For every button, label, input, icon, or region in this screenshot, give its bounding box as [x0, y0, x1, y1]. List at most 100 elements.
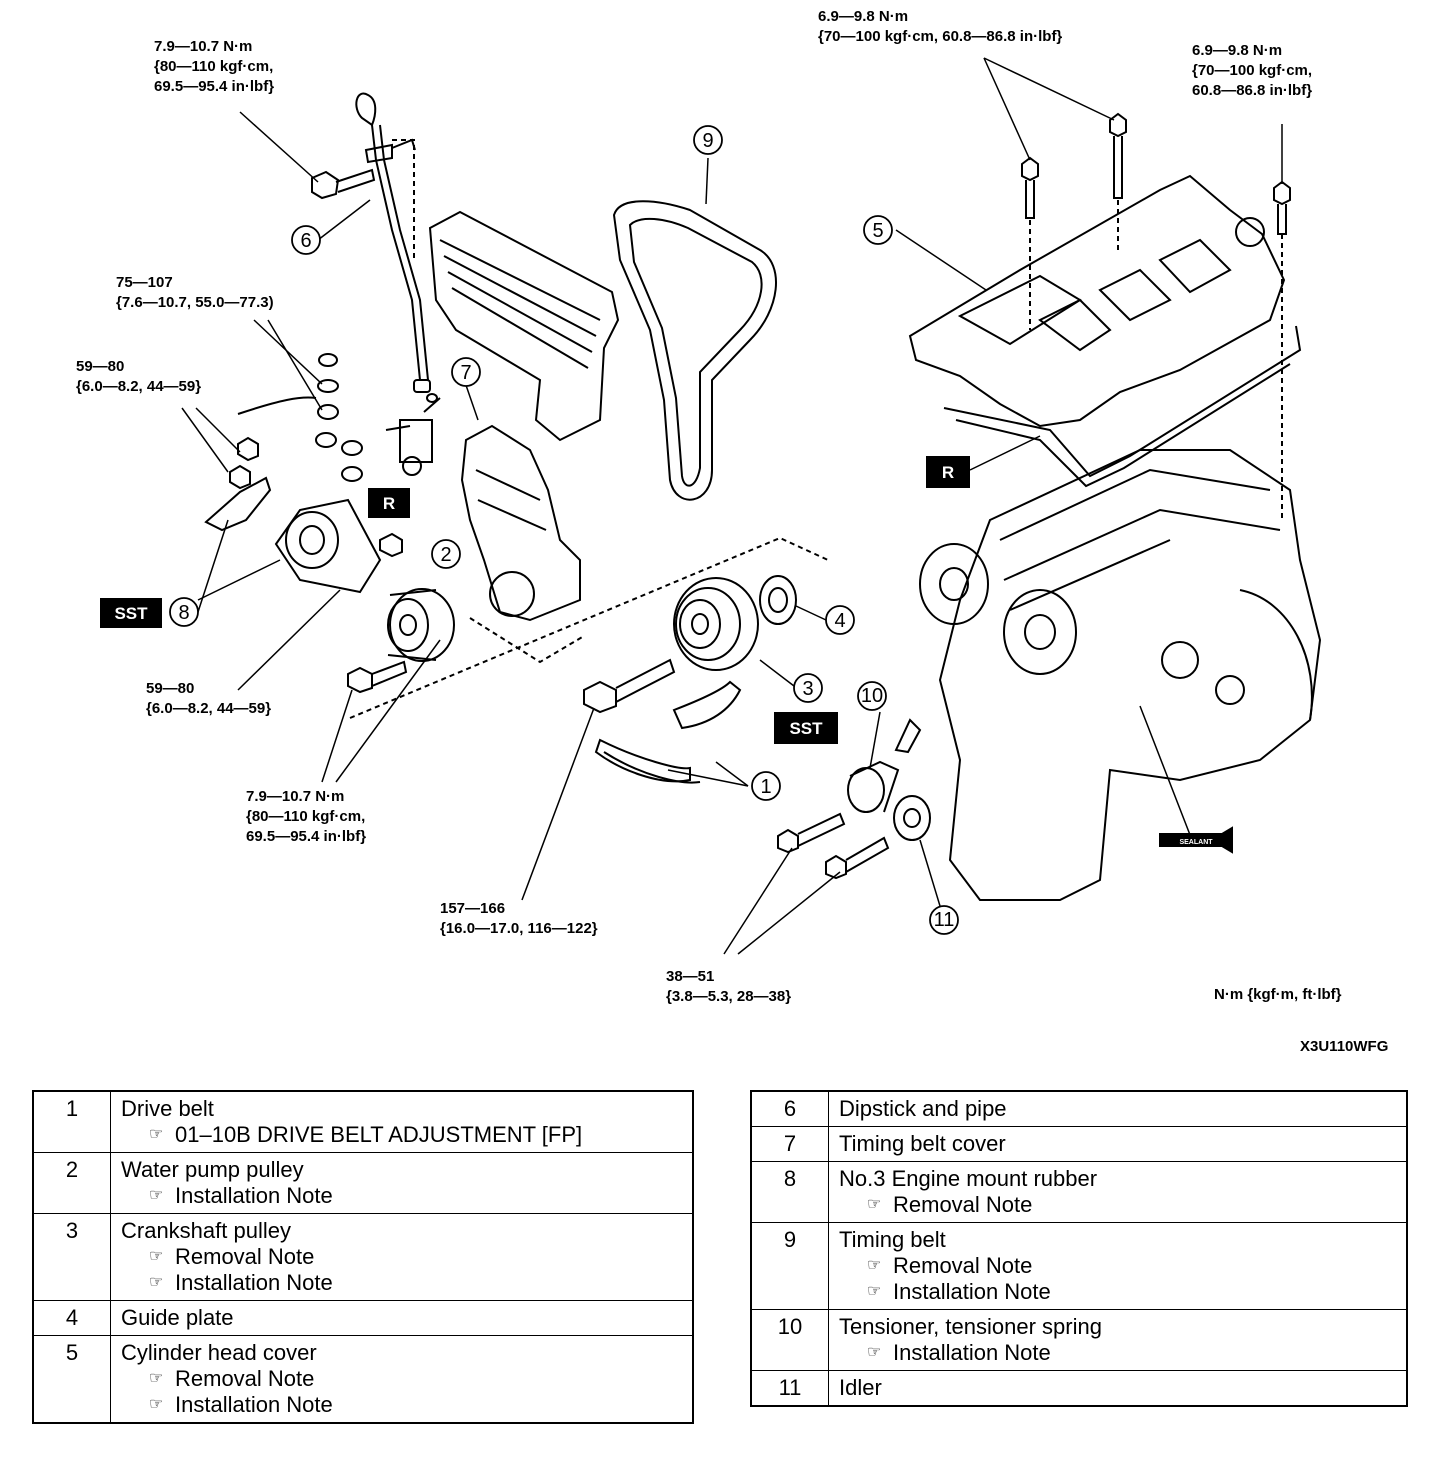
torque-tensioner-bolts: 38—51 {3.8—5.3, 28—38}	[666, 968, 791, 1005]
reference-link[interactable]: ☞ Removal Note	[121, 1244, 682, 1270]
part-name: Idler	[839, 1375, 882, 1400]
engine-block	[938, 449, 1322, 901]
svg-text:6.9—9.8 N·m: 6.9—9.8 N·m	[1192, 42, 1282, 59]
part-description: Cylinder head cover ☞ Removal Note☞Install…	[110, 1335, 694, 1424]
part-number: 11	[750, 1370, 829, 1407]
head-cover-gasket	[943, 325, 1302, 488]
pointing-hand-icon: ☞	[149, 1187, 164, 1204]
part-name: Cylinder head cover	[121, 1340, 317, 1365]
reference-label: Removal Note	[175, 1244, 315, 1269]
part-name: Timing belt	[839, 1227, 946, 1252]
pointing-hand-icon: ☞	[867, 1344, 882, 1361]
tag-sst-crank: SST	[774, 712, 838, 744]
reference-link[interactable]: ☞Installation Note	[839, 1340, 1396, 1366]
part-name: Water pump pulley	[121, 1157, 304, 1182]
idler	[893, 795, 931, 841]
part-description: Tensioner, tensioner spring☞Installation…	[828, 1309, 1408, 1371]
part-name: Tensioner, tensioner spring	[839, 1314, 1102, 1339]
reference-link[interactable]: ☞ Removal Note	[121, 1366, 682, 1392]
reference-label: 01–10B DRIVE BELT ADJUSTMENT [FP]	[175, 1122, 583, 1147]
svg-text:{6.0—8.2, 44—59}: {6.0—8.2, 44—59}	[76, 378, 201, 395]
tag-r-gasket: R	[926, 456, 970, 488]
reference-label: Installation Note	[893, 1279, 1051, 1304]
part-name: Crankshaft pulley	[121, 1218, 291, 1243]
svg-text:7.9—10.7 N·m: 7.9—10.7 N·m	[154, 38, 252, 55]
part-name: Drive belt	[121, 1096, 214, 1121]
dipstick-and-pipe	[355, 92, 431, 393]
callout-9: 9	[702, 130, 713, 152]
part-name: Timing belt cover	[839, 1131, 1006, 1156]
svg-text:69.5—95.4 in·lbf}: 69.5—95.4 in·lbf}	[154, 78, 274, 95]
callout-2: 2	[440, 544, 451, 566]
sealant-label: SEALANT	[1179, 839, 1213, 846]
pointing-hand-icon: ☞	[867, 1283, 882, 1300]
svg-text:{7.6—10.7, 55.0—77.3): {7.6—10.7, 55.0—77.3)	[116, 294, 274, 311]
part-number: 10	[750, 1309, 829, 1371]
svg-text:59—80: 59—80	[76, 358, 124, 375]
callout-4: 4	[834, 610, 845, 632]
part-number: 7	[750, 1126, 829, 1162]
reference-label: Installation Note	[175, 1183, 333, 1208]
connector-parts	[385, 393, 441, 476]
svg-text:R: R	[942, 463, 954, 482]
reference-label: Removal Note	[175, 1366, 315, 1391]
callout-numbers: 1 2 3 4 5 6 7 8 9 10 11	[178, 130, 954, 931]
parts-row: 7 Timing belt cover	[750, 1126, 1408, 1162]
svg-text:6.9—9.8 N·m: 6.9—9.8 N·m	[818, 8, 908, 25]
part-description: Guide plate	[110, 1300, 694, 1336]
part-number: 8	[750, 1161, 829, 1223]
guide-plate	[759, 575, 797, 625]
pointing-hand-icon: ☞	[149, 1370, 164, 1387]
reference-link[interactable]: ☞Installation Note	[121, 1270, 682, 1296]
tensioner-bolts	[777, 812, 890, 880]
part-description: Crankshaft pulley ☞ Removal Note☞Installat…	[110, 1213, 694, 1301]
tensioner	[847, 718, 922, 813]
timing-belt	[612, 200, 777, 501]
svg-text:{70—100 kgf·cm,: {70—100 kgf·cm,	[1192, 62, 1312, 79]
reference-link[interactable]: ☞Removal Note	[839, 1192, 1396, 1218]
callout-5: 5	[872, 220, 883, 242]
timing-belt-cover-lower	[460, 424, 581, 622]
svg-text:75—107: 75—107	[116, 274, 173, 291]
pointing-hand-icon: ☞	[149, 1274, 164, 1291]
timing-belt-cover-upper	[428, 210, 620, 442]
part-number: 9	[750, 1222, 829, 1310]
part-description: Drive belt☞01–10B DRIVE BELT ADJUSTMENT …	[110, 1090, 694, 1153]
pointing-hand-icon: ☞	[149, 1248, 164, 1265]
reference-link[interactable]: ☞01–10B DRIVE BELT ADJUSTMENT [FP]	[121, 1122, 682, 1148]
callout-7: 7	[460, 362, 471, 384]
reference-link[interactable]: ☞ Installation Note	[121, 1183, 682, 1209]
callout-11: 11	[934, 909, 955, 931]
camshaft-pulleys	[919, 543, 1077, 675]
tag-r-mount: R	[368, 488, 410, 518]
callout-6: 6	[300, 230, 311, 252]
torque-cover-bolts: 7.9—10.7 N·m {80—110 kgf·cm, 69.5—95.4 i…	[246, 788, 366, 845]
svg-text:69.5—95.4 in·lbf}: 69.5—95.4 in·lbf}	[246, 828, 366, 845]
svg-text:60.8—86.8 in·lbf}: 60.8—86.8 in·lbf}	[1192, 82, 1312, 99]
tag-sst-mount: SST	[100, 598, 162, 628]
dipstick-bolt	[311, 168, 376, 200]
reference-link[interactable]: ☞ Installation Note	[839, 1279, 1396, 1305]
part-description: Idler	[828, 1370, 1408, 1407]
part-number: 6	[750, 1090, 829, 1127]
svg-text:R: R	[383, 494, 395, 513]
torque-mount-lower: 59—80 {6.0—8.2, 44—59}	[146, 680, 271, 717]
mount-nuts	[229, 353, 363, 490]
reference-link[interactable]: ☞Removal Note	[839, 1253, 1396, 1279]
svg-text:{3.8—5.3, 28—38}: {3.8—5.3, 28—38}	[666, 988, 791, 1005]
cylinder-head-cover	[908, 174, 1286, 428]
reference-link[interactable]: ☞Installation Note	[121, 1392, 682, 1418]
reference-label: Removal Note	[893, 1253, 1033, 1278]
svg-text:7.9—10.7 N·m: 7.9—10.7 N·m	[246, 788, 344, 805]
svg-text:SST: SST	[114, 604, 148, 623]
callout-circles	[169, 125, 959, 935]
